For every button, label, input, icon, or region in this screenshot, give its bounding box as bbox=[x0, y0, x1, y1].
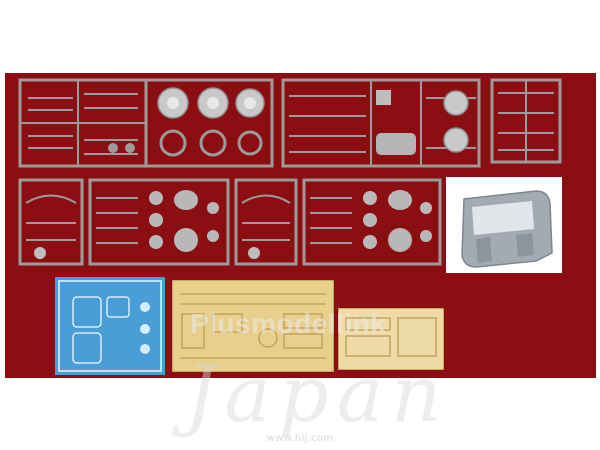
sprue-frame-row2-c bbox=[234, 178, 298, 266]
sprue-frame-small bbox=[490, 78, 562, 164]
sprue-frame-chassis bbox=[281, 78, 481, 168]
website-url: www.hlj.com bbox=[266, 433, 334, 444]
photo-etch-fret-2 bbox=[338, 308, 444, 370]
watermark-script: Japan bbox=[185, 350, 450, 440]
photo-etch-fret-1 bbox=[172, 280, 334, 372]
cab-photo bbox=[446, 177, 562, 273]
sprue-frame-row2-d bbox=[302, 178, 442, 266]
sprue-frame-row2-a bbox=[18, 178, 84, 266]
watermark-brand: Plusmodellink bbox=[190, 308, 387, 339]
sprue-frame-wheels bbox=[18, 78, 274, 168]
sprue-frame-row2-b bbox=[88, 178, 230, 266]
clear-sprue bbox=[55, 277, 165, 375]
